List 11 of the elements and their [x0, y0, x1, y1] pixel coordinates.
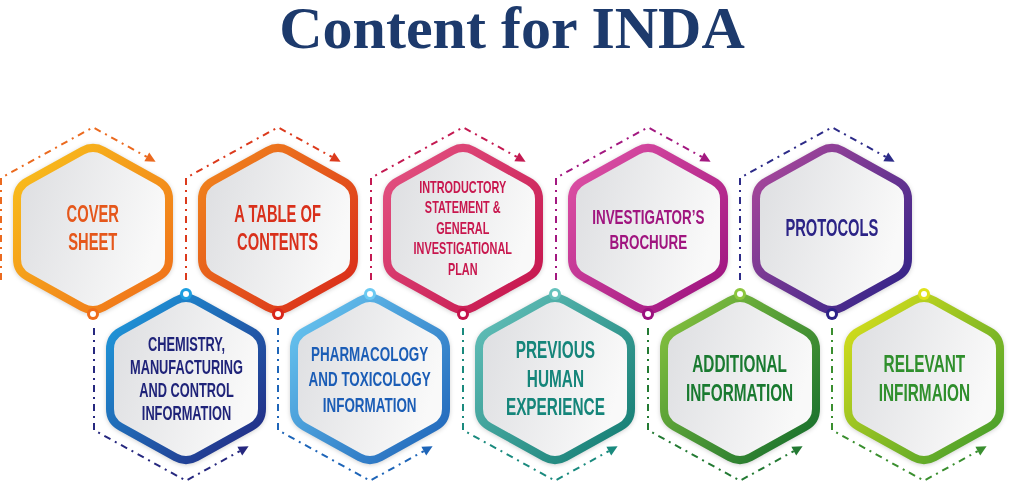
- hexagon-label: ADDITIONAL INFORMATION: [685, 350, 795, 408]
- hexagon-label: RELEVANT INFIRMAION: [877, 350, 971, 408]
- hexagon-label: CHEMISTRY, MANUFACTURING AND CONTROL INFORMATION: [128, 333, 244, 425]
- hexagon-label: INVESTIGATOR’S BROCHURE: [590, 203, 706, 255]
- hexagon-label: INTRODUCTORY STATEMENT & GENERAL INVESTIGATIONAL PLAN: [412, 178, 514, 280]
- hexagon-label: PROTOCOLS: [784, 215, 880, 243]
- title: Content for INDA: [279, 0, 745, 58]
- hexagon-label: PREVIOUS HUMAN EXPERIENCE: [504, 335, 606, 423]
- hexagon-label: A TABLE OF CONTENTS: [233, 201, 323, 257]
- hexagon-label: COVER SHEET: [65, 201, 121, 257]
- hexagon-label: PHARMACOLOGY AND TOXICOLOGY INFORMATION: [307, 341, 433, 417]
